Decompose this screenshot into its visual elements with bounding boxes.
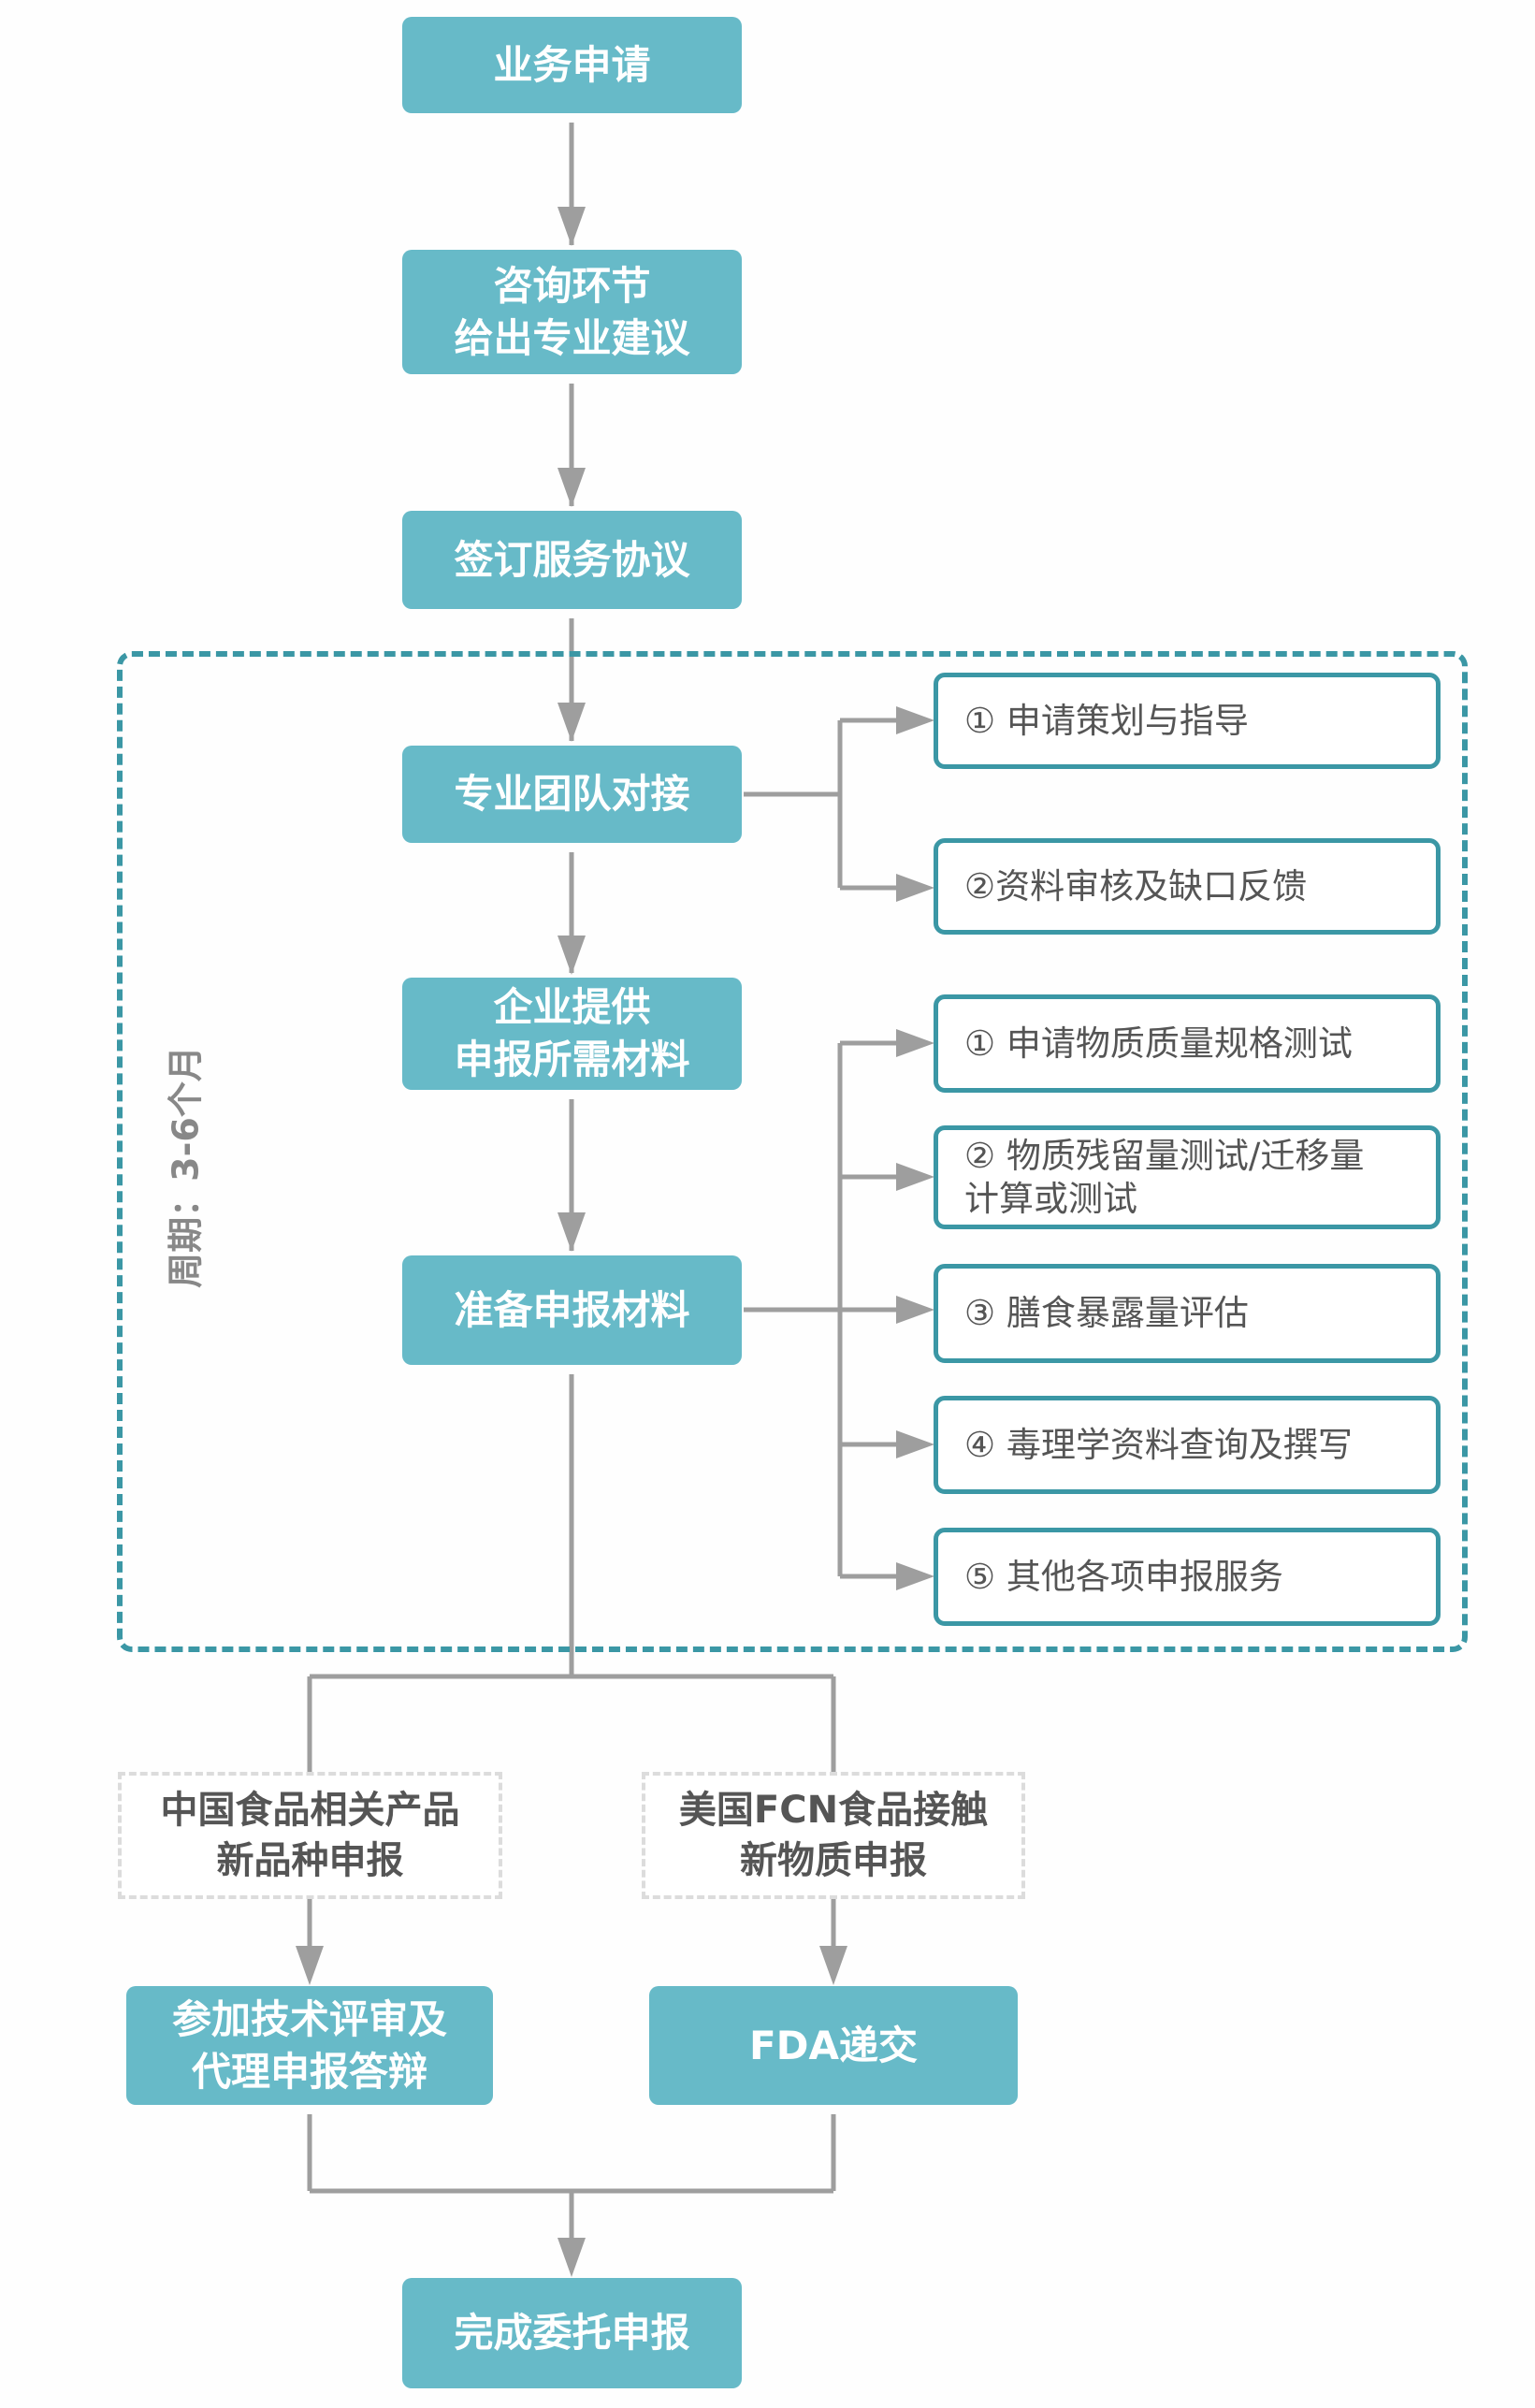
step-complete-filing: 完成委托申报	[402, 2278, 742, 2388]
arrowhead-icon	[558, 2238, 586, 2277]
arrowhead-icon	[896, 1562, 934, 1590]
arrowhead-icon	[896, 706, 934, 734]
cycle-duration-label: 周期：3-6个月	[165, 1046, 207, 1288]
branch-china-category: 中国食品相关产品 新品种申报	[118, 1772, 502, 1899]
branch-us-fcn-category: 美国FCN食品接触 新物质申报	[642, 1772, 1025, 1899]
arrowhead-icon	[296, 1946, 324, 1985]
team-task-planning: ① 申请策划与指导	[934, 673, 1441, 769]
step-team-handoff: 专业团队对接	[402, 746, 742, 843]
arrowhead-icon	[558, 1212, 586, 1252]
arrowhead-icon	[819, 1946, 847, 1985]
step-enterprise-materials: 企业提供 申报所需材料	[402, 978, 742, 1090]
arrowhead-icon	[896, 1430, 934, 1458]
prepare-task-toxicology: ④ 毒理学资料查询及撰写	[934, 1396, 1441, 1494]
arrowhead-icon	[558, 703, 586, 742]
arrowhead-icon	[558, 468, 586, 507]
arrowhead-icon	[558, 936, 586, 975]
step-sign-agreement: 签订服务协议	[402, 511, 742, 609]
prepare-task-quality-test: ① 申请物质质量规格测试	[934, 994, 1441, 1093]
step-consultation: 咨询环节 给出专业建议	[402, 250, 742, 374]
arrowhead-icon	[896, 874, 934, 902]
prepare-task-residue-test: ② 物质残留量测试/迁移量 计算或测试	[934, 1125, 1441, 1229]
cycle-group	[117, 651, 1468, 1652]
arrowhead-icon	[896, 1296, 934, 1324]
branch-us-action: FDA递交	[649, 1986, 1018, 2105]
arrowhead-icon	[558, 207, 586, 246]
team-task-review: ②资料审核及缺口反馈	[934, 838, 1441, 935]
arrowhead-icon	[896, 1163, 934, 1191]
prepare-task-other-services: ⑤ 其他各项申报服务	[934, 1528, 1441, 1626]
step-business-application: 业务申请	[402, 17, 742, 113]
prepare-task-dietary-exposure: ③ 膳食暴露量评估	[934, 1264, 1441, 1363]
branch-china-action: 参加技术评审及 代理申报答辩	[126, 1986, 493, 2105]
arrowhead-icon	[896, 1029, 934, 1057]
step-prepare-materials: 准备申报材料	[402, 1255, 742, 1365]
